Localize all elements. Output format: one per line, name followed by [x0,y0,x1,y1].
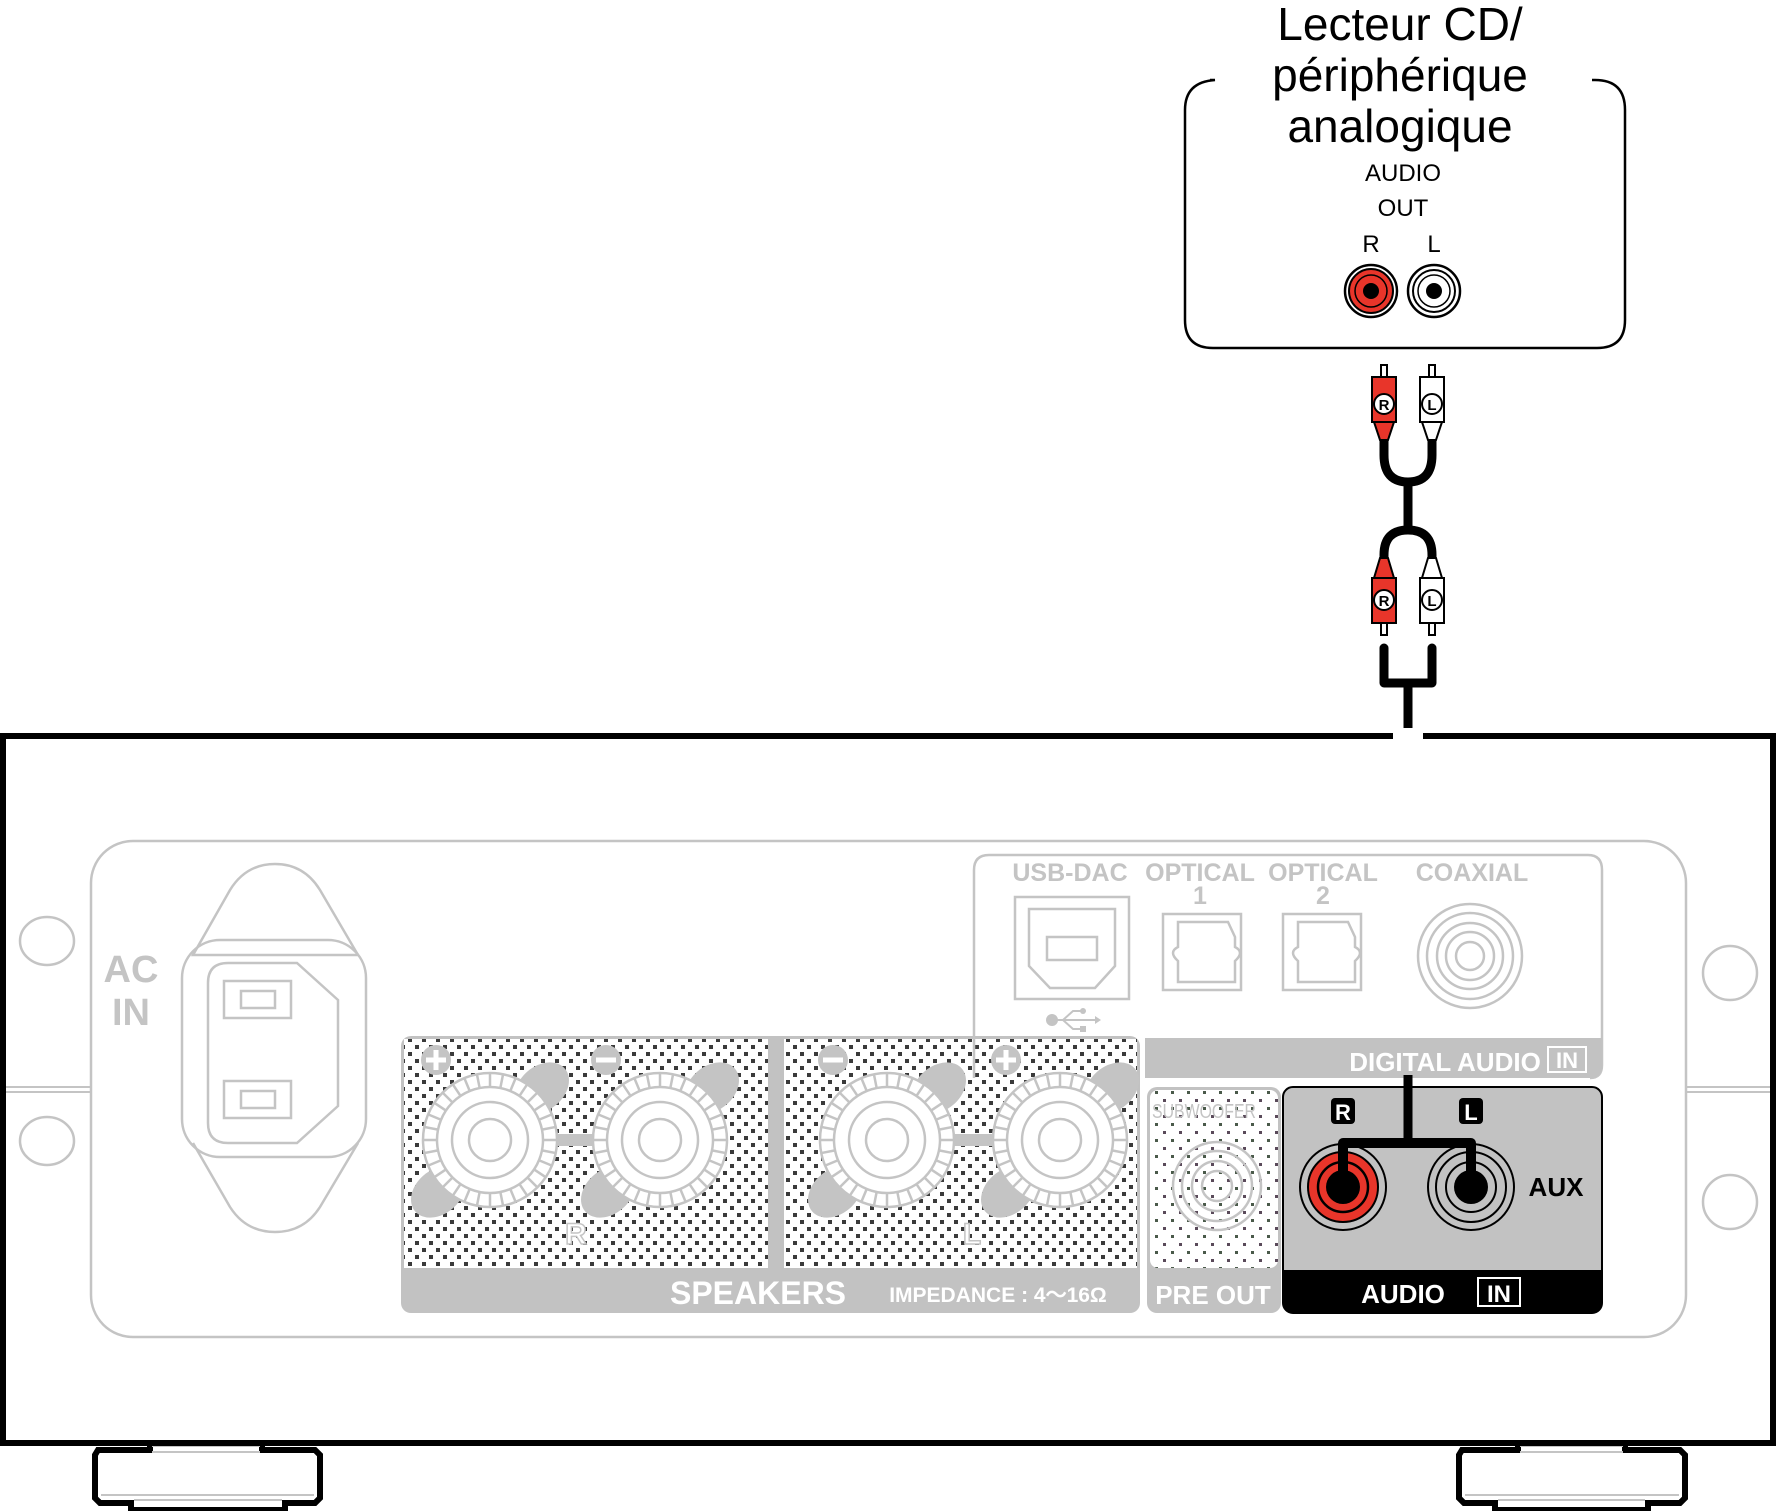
screw-hole [18,1115,76,1167]
audio-out-label: AUDIO [1365,160,1441,187]
aux-channel-l-label: L [1464,1100,1477,1125]
speaker-channel-r: R [565,1218,587,1251]
source-device-title-line-1: Lecteur CD/ [1277,0,1523,50]
foot-right [1456,1440,1688,1511]
plug-bottom-l: L [1419,557,1445,636]
ac-inlet[interactable]: AC IN [104,862,368,1234]
audio-in-badge: IN [1487,1281,1511,1308]
source-channel-r-label: R [1362,231,1379,258]
screw-hole [1701,1173,1759,1231]
digital-audio-section: USB-DAC OPTICAL 1 OPTICAL 2 COAXIAL [972,853,1604,1080]
ac-in-label: AC [104,949,159,991]
plug-bottom-r: R [1371,557,1397,636]
optical-2-number: 2 [1316,882,1330,910]
plug-top-l: L [1419,364,1445,441]
source-channel-l-label: L [1427,231,1440,258]
source-device-outline [1183,78,1627,350]
subwoofer-jack[interactable] [1171,1140,1263,1232]
plus-icon [991,1045,1021,1075]
subwoofer-label: SUBWOOFER [1152,1101,1256,1123]
screw-hole [18,915,76,967]
amplifier: AC IN SPEAKERS IMPEDANCE : 4～16Ω R L [0,728,1776,1511]
speaker-l-plus-terminal[interactable] [971,1052,1149,1228]
speaker-r-plus-terminal[interactable] [401,1052,579,1228]
plus-icon [421,1045,451,1075]
ac-in-label-2: IN [112,992,150,1034]
speakers-label: SPEAKERS [670,1275,846,1311]
source-jack-l[interactable] [1406,263,1462,319]
digital-in-badge: IN [1556,1048,1578,1073]
rear-panel [89,839,1688,1339]
optical-1-label: OPTICAL [1145,859,1255,887]
usb-dac-label: USB-DAC [1012,859,1127,887]
terminal-bridge [952,1134,994,1146]
source-device-title-line-3: analogique [1287,100,1512,152]
plug-bottom-l-label: L [1427,593,1436,610]
aux-label: AUX [1529,1172,1585,1202]
source-device: Lecteur CD/ périphérique analogique AUDI… [1183,0,1627,350]
audio-in-label: AUDIO [1361,1279,1445,1309]
minus-icon [818,1045,848,1075]
coaxial-jack[interactable] [1416,902,1524,1010]
speaker-r-minus-terminal[interactable] [571,1052,749,1228]
plug-top-r: R [1371,364,1397,441]
audio-out-label-2: OUT [1378,195,1429,222]
screw-hole [1701,944,1759,1002]
optical-2-label: OPTICAL [1268,859,1378,887]
optical-1-number: 1 [1193,882,1207,910]
source-device-title-line-2: périphérique [1272,49,1528,101]
audio-in-section: AUDIO IN R L AUX [1282,1075,1603,1314]
speaker-l-minus-terminal[interactable] [798,1052,976,1228]
terminal-bridge [555,1134,597,1146]
plug-bottom-r-label: R [1379,593,1390,610]
optical-2-port[interactable] [1281,912,1363,992]
coaxial-label: COAXIAL [1416,859,1529,887]
speaker-channel-l: L [963,1218,981,1251]
foot-left [92,1440,323,1511]
pre-out-label: PRE OUT [1155,1280,1271,1310]
usb-port[interactable] [1013,895,1131,1001]
digital-audio-label: DIGITAL AUDIO [1349,1047,1541,1077]
optical-1-port[interactable] [1161,912,1243,992]
impedance-label: IMPEDANCE : 4～16Ω [889,1284,1107,1307]
plug-top-r-label: R [1379,397,1390,414]
minus-icon [591,1045,621,1075]
pre-out-section: SUBWOOFER PRE OUT [1147,1087,1281,1313]
plug-top-l-label: L [1427,397,1436,414]
aux-channel-r-label: R [1335,1100,1351,1125]
source-jack-r[interactable] [1343,263,1399,319]
usb-icon [1046,1008,1101,1032]
